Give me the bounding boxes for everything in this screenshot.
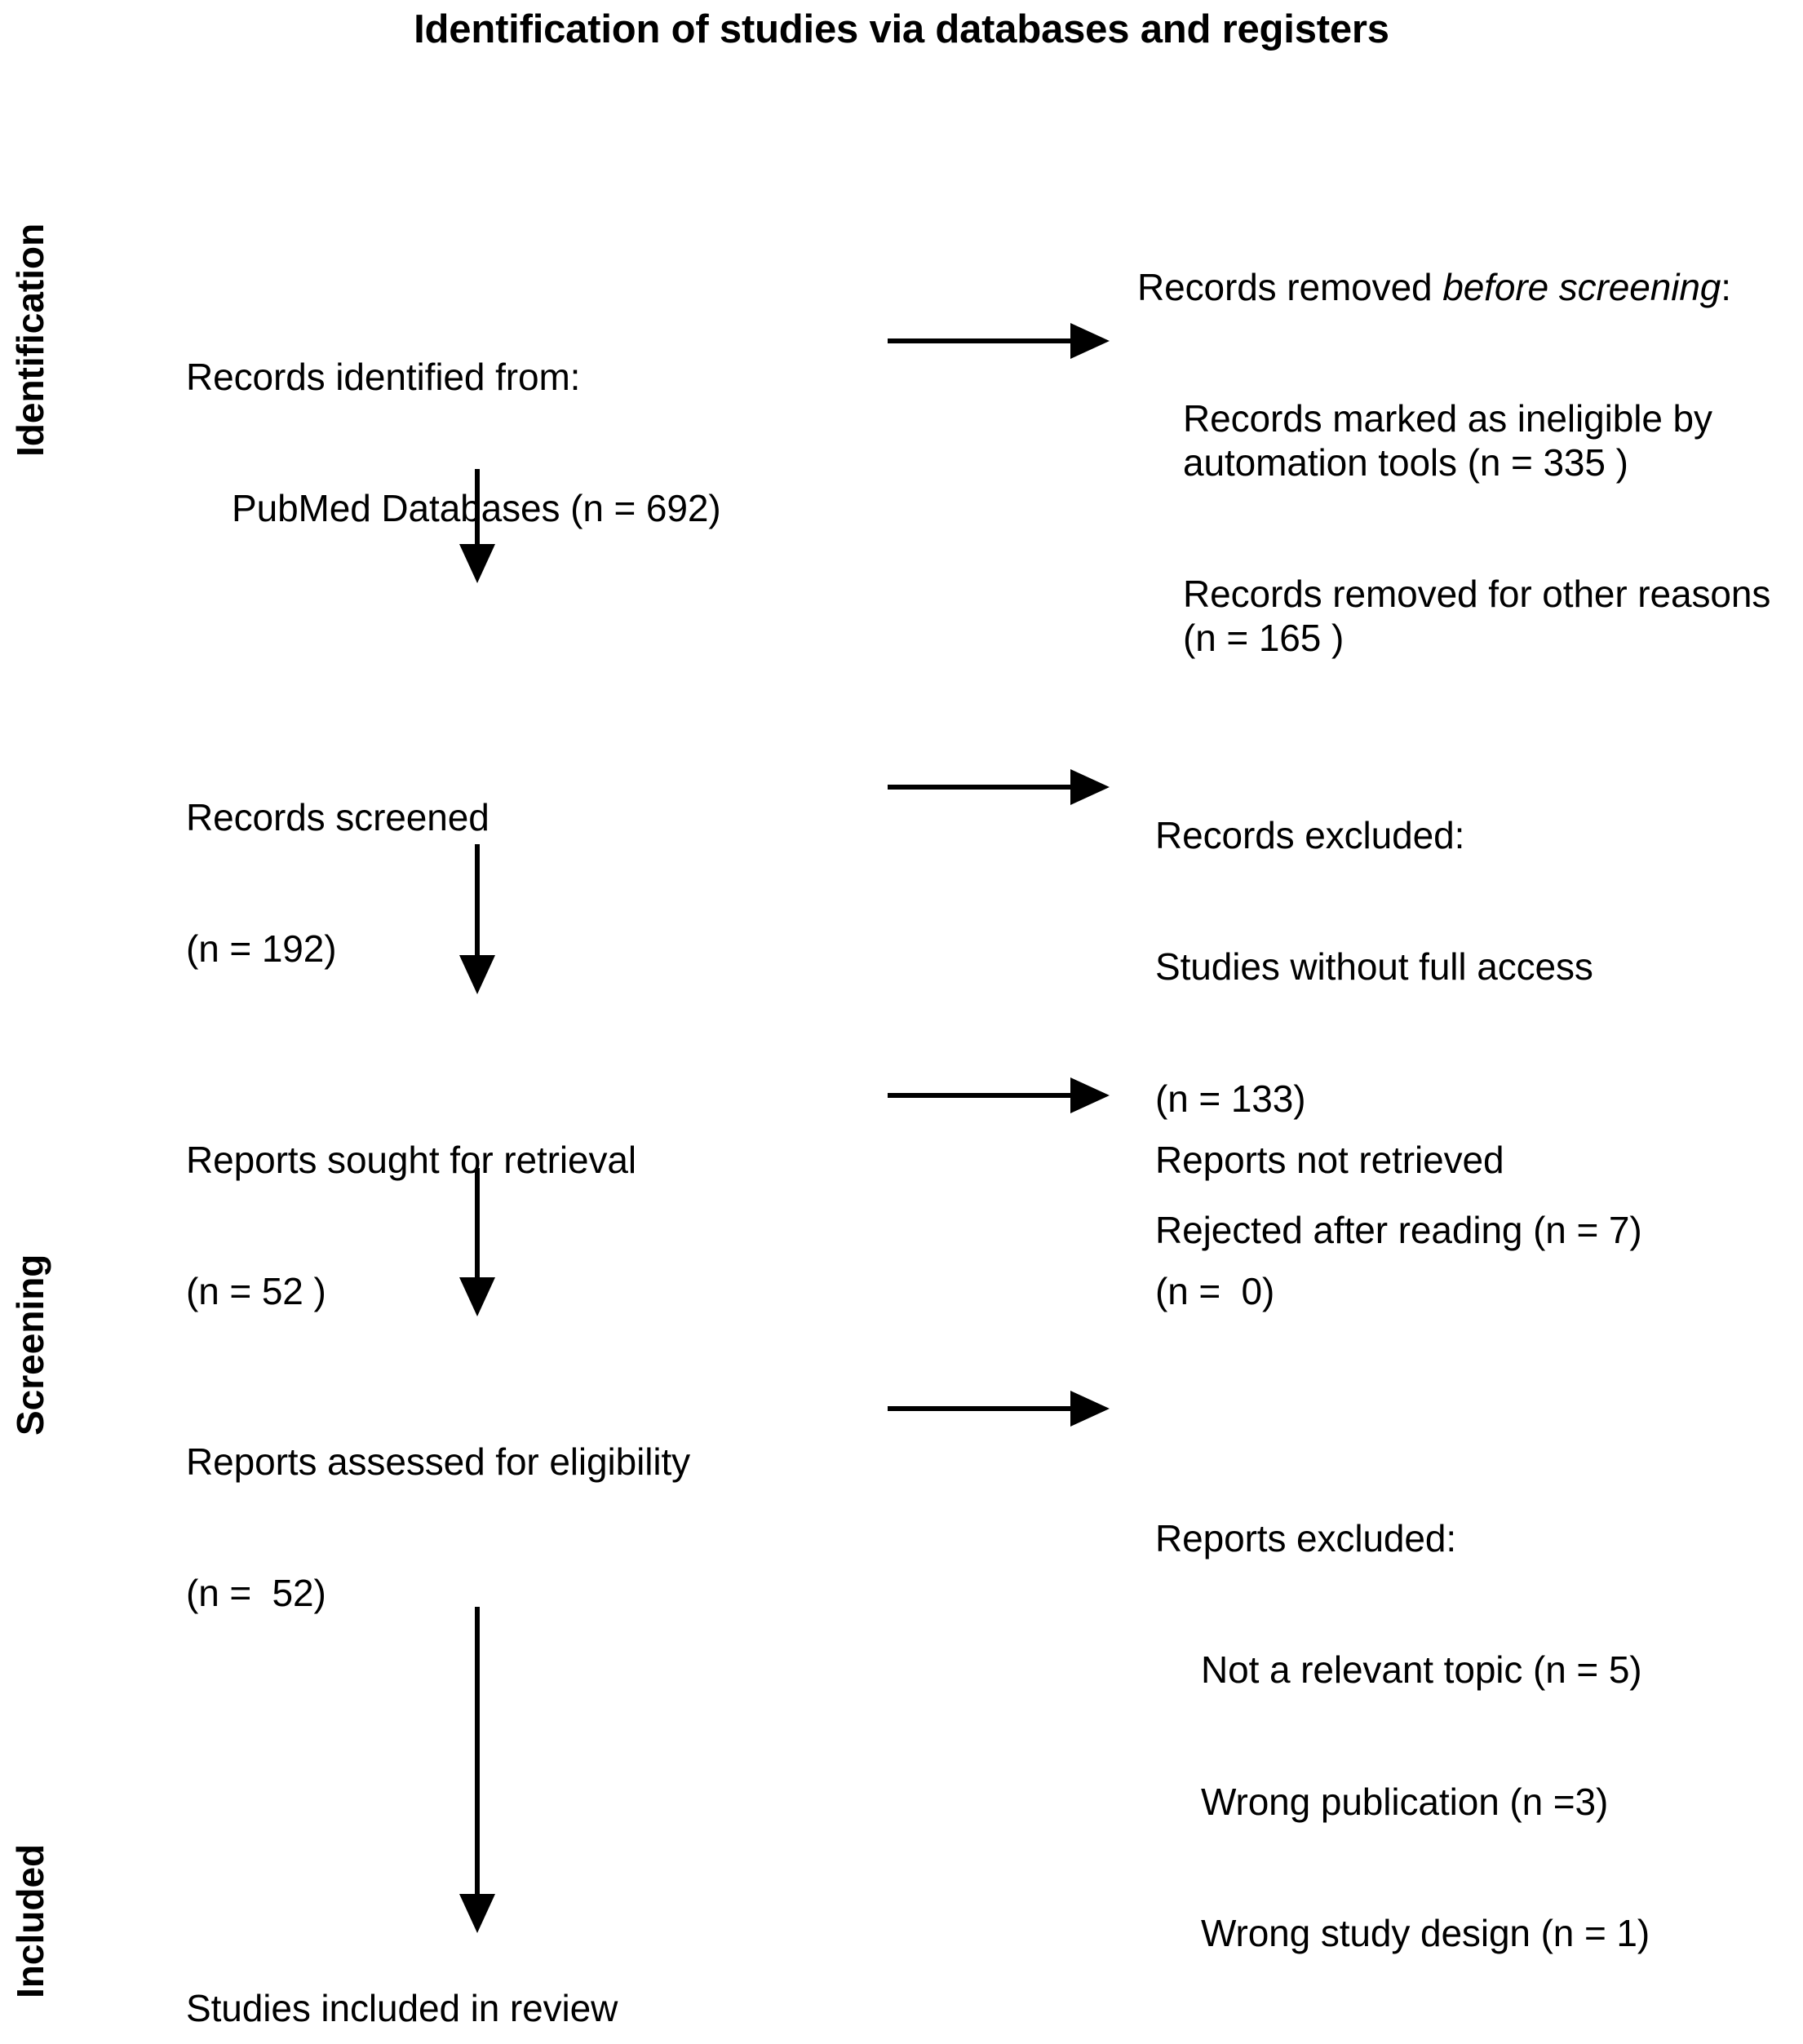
reports-assessed-line-2: (n = 52) <box>186 1572 326 1615</box>
reports-sought-line-1: Reports sought for retrieval <box>186 1138 637 1181</box>
stage-label-included: Included <box>9 1843 51 1998</box>
records-removed-item-2: Records removed for other reasons (n = 1… <box>1183 573 1781 660</box>
reports-sought-line-2: (n = 52 ) <box>186 1270 326 1313</box>
node-records-screened: Records screened (n = 192) <box>186 708 806 1060</box>
reports-excluded-item-1: Not a relevant topic (n = 5) <box>1201 1648 1642 1692</box>
arrow-shaft <box>888 1093 1077 1098</box>
records-identified-line-2: PubMed Databases (n = 692) <box>232 487 721 530</box>
arrow-head <box>1070 769 1110 805</box>
node-records-removed-before-screening: Records removed before screening: Record… <box>1137 178 1790 749</box>
arrow-shaft <box>475 1607 480 1900</box>
arrow-shaft <box>475 844 480 960</box>
node-reports-not-retrieved: Reports not retrieved (n = 0) <box>1155 1051 1800 1402</box>
reports-not-retrieved-line-2: (n = 0) <box>1155 1270 1275 1313</box>
reports-not-retrieved-line-1: Reports not retrieved <box>1155 1138 1504 1181</box>
arrow-head <box>459 1277 495 1316</box>
stage-label-identification: Identification <box>9 223 51 457</box>
arrow-head <box>459 544 495 583</box>
reports-assessed-line-1: Reports assessed for eligibility <box>186 1440 691 1483</box>
node-records-excluded: Records excluded: Studies without full a… <box>1155 726 1800 1340</box>
arrow-head <box>1070 1391 1110 1427</box>
arrow-head <box>459 955 495 994</box>
reports-excluded-heading: Reports excluded: <box>1155 1516 1457 1560</box>
records-removed-item-1: Records marked as ineligible by automati… <box>1183 397 1723 484</box>
studies-included-line-1: Studies included in review <box>186 1986 618 2029</box>
arrow-shaft <box>888 785 1077 790</box>
records-removed-heading: Records removed before screening: <box>1137 266 1790 310</box>
arrow-shaft <box>475 469 480 549</box>
arrow-head <box>1070 323 1110 359</box>
arrow-head <box>459 1894 495 1933</box>
node-studies-included: Studies included in review (n = 43) <box>186 1899 855 2044</box>
records-screened-line-2: (n = 192) <box>186 927 337 971</box>
records-removed-heading-prefix: Records removed <box>1137 265 1443 308</box>
arrow-shaft <box>888 338 1077 343</box>
records-excluded-item-2: Rejected after reading (n = 7) <box>1155 1208 1642 1251</box>
node-reports-excluded: Reports excluded: Not a relevant topic (… <box>1155 1429 1800 2043</box>
node-reports-sought: Reports sought for retrieval (n = 52 ) <box>186 1051 855 1402</box>
stage-label-screening: Screening <box>9 1254 51 1436</box>
records-excluded-item-1-count: (n = 133) <box>1155 1077 1306 1120</box>
node-records-identified: Records identified from: PubMed Database… <box>186 268 855 619</box>
reports-excluded-item-2: Wrong publication (n =3) <box>1201 1780 1609 1823</box>
records-excluded-heading: Records excluded: <box>1155 813 1465 856</box>
records-removed-heading-italic: before screening <box>1442 265 1721 308</box>
records-excluded-item-1: Studies without full access <box>1155 945 1593 989</box>
arrow-shaft <box>888 1406 1077 1411</box>
records-screened-line-1: Records screened <box>186 795 490 838</box>
arrow-head <box>1070 1077 1110 1113</box>
arrow-shaft <box>475 1168 480 1282</box>
node-reports-assessed: Reports assessed for eligibility (n = 52… <box>186 1352 888 1704</box>
reports-excluded-item-3: Wrong study design (n = 1) <box>1201 1911 1650 1954</box>
page-title: Identification of studies via databases … <box>414 7 1389 51</box>
records-identified-line-1: Records identified from: <box>186 355 581 398</box>
records-removed-heading-suffix: : <box>1721 265 1731 308</box>
